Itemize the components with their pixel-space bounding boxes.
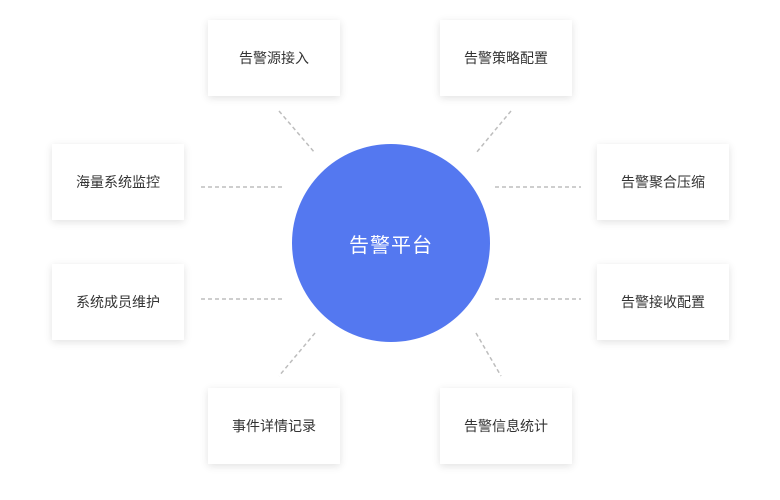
node-event-record-label: 事件详情记录: [232, 419, 316, 435]
node-event-record: 事件详情记录: [208, 388, 340, 464]
connector-event-record: [278, 332, 316, 377]
node-member-maintain: 系统成员维护: [52, 264, 184, 340]
node-source-access: 告警源接入: [208, 20, 340, 96]
node-receive-config-label: 告警接收配置: [621, 295, 705, 311]
connector-strategy-config: [475, 110, 512, 154]
center-node-label: 告警平台: [349, 232, 433, 257]
node-system-monitor: 海量系统监控: [52, 144, 184, 220]
node-info-stats-label: 告警信息统计: [464, 419, 548, 435]
node-info-stats: 告警信息统计: [440, 388, 572, 464]
connector-source-access: [278, 110, 316, 154]
node-member-maintain-label: 系统成员维护: [76, 295, 160, 311]
node-source-access-label: 告警源接入: [239, 51, 309, 67]
node-receive-config: 告警接收配置: [597, 264, 729, 340]
node-aggregate-compress: 告警聚合压缩: [597, 144, 729, 220]
node-strategy-config-label: 告警策略配置: [464, 51, 548, 67]
node-system-monitor-label: 海量系统监控: [76, 175, 160, 191]
connector-info-stats: [475, 332, 502, 377]
center-node-alert-platform: 告警平台: [292, 144, 490, 342]
node-aggregate-compress-label: 告警聚合压缩: [621, 175, 705, 191]
node-strategy-config: 告警策略配置: [440, 20, 572, 96]
